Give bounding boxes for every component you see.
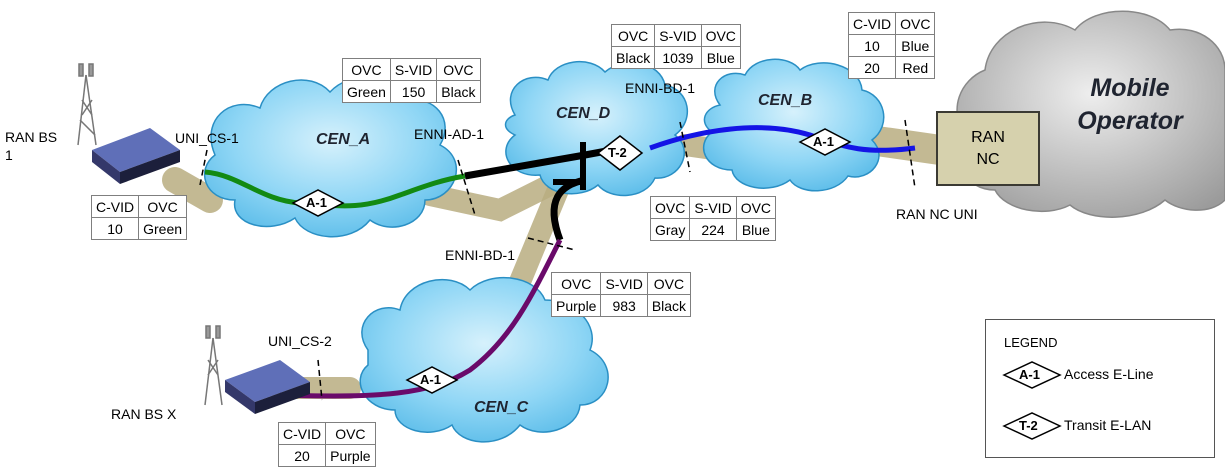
evc-t2-diamond[interactable]	[596, 135, 644, 171]
table-header-cell: S-VID	[654, 24, 702, 47]
table-cell: Purple	[325, 444, 376, 467]
ran-bs-x-tower-icon	[204, 325, 223, 406]
evc-a1-bottom-diamond[interactable]	[405, 366, 459, 394]
ran-bs-x-label: RAN BS X	[111, 406, 177, 422]
enni-ad-1-label: ENNI-AD-1	[414, 126, 485, 142]
table-header-cell: S-VID	[600, 272, 648, 295]
table-cell: 10	[847, 34, 897, 57]
table-cell: Blue	[700, 46, 741, 69]
uni-cs-2-label: UNI_CS-2	[268, 333, 332, 349]
legend-t2-text: Transit E-LAN	[1064, 417, 1152, 433]
green-ovc-line	[204, 169, 466, 209]
table-cell: Black	[646, 294, 692, 317]
mobile-operator-label: Mobile Operator	[1077, 74, 1183, 135]
legend-item-transit-elan: T-2 Transit E-LAN	[1002, 411, 1202, 441]
table-header-cell: C-VID	[277, 422, 327, 445]
ran-bs-x-device-icon	[225, 360, 310, 414]
evc-a1-bottom-label: A-1	[420, 372, 441, 387]
evc-a1-left-label: A-1	[306, 195, 327, 210]
legend-box: LEGEND A-1 Access E-Line T-2 Transit E-L…	[985, 319, 1215, 458]
ran-bs-x-cvid-table: C-VID OVC 20 Purple	[277, 422, 376, 467]
legend-a1-symbol: A-1	[1019, 367, 1040, 382]
legend-a1-text: Access E-Line	[1064, 366, 1154, 382]
ran-nc-uni-label: RAN NC UNI	[896, 206, 978, 222]
table-cell: 1039	[654, 46, 702, 69]
cen-b-cloud	[702, 58, 885, 192]
table-header-cell: OVC	[700, 24, 741, 47]
enni-bd-svid-table-bottom: OVC S-VID OVC Gray 224 Blue	[649, 196, 777, 241]
table-header-cell: OVC	[649, 196, 691, 219]
table-cell: Purple	[550, 294, 602, 317]
legend-item-access-eline: A-1 Access E-Line	[1002, 360, 1202, 390]
evc-a1-left-diamond[interactable]	[291, 189, 345, 217]
enni-bd-svid-table-top: OVC S-VID OVC Black 1039 Blue	[610, 24, 741, 69]
table-cell: 224	[689, 218, 737, 241]
legend-t2-diamond	[1002, 412, 1062, 440]
table-header-cell: OVC	[325, 422, 376, 445]
ran-nc-label: RAN NC	[971, 128, 1005, 168]
table-cell: Red	[895, 56, 936, 79]
evc-a1-right-diamond[interactable]	[798, 128, 852, 156]
table-header-cell: OVC	[342, 58, 391, 81]
table-header-cell: OVC	[646, 272, 692, 295]
interface-boundaries	[199, 119, 916, 401]
evc-t2-label: T-2	[608, 145, 627, 160]
table-header-cell: S-VID	[689, 196, 737, 219]
enni-cd-svid-table: OVC S-VID OVC Purple 983 Black	[550, 272, 692, 317]
enni-bd-1-top-label: ENNI-BD-1	[625, 80, 696, 96]
table-header-cell: OVC	[550, 272, 602, 295]
legend-title: LEGEND	[1004, 335, 1058, 350]
table-cell: Green	[342, 80, 391, 103]
cen-a-svid-table: OVC S-VID OVC Green 150 Black	[342, 58, 481, 103]
table-header-cell: S-VID	[389, 58, 438, 81]
table-header-cell: C-VID	[847, 12, 897, 35]
ran-bs-1-device-icon	[92, 128, 180, 184]
table-header-cell: OVC	[610, 24, 656, 47]
cen-c-name: CEN_C	[474, 399, 529, 416]
table-cell: Gray	[649, 218, 691, 241]
table-header-cell: OVC	[436, 58, 481, 81]
ran-nc-box: RAN NC	[936, 111, 1040, 186]
uni-cs-1-label: UNI_CS-1	[175, 130, 239, 146]
evc-a1-right-label: A-1	[813, 134, 834, 149]
cen-a-name: CEN_A	[316, 131, 371, 148]
ran-bs-1-label: RAN BS 1	[5, 129, 58, 163]
table-cell: Green	[138, 217, 188, 240]
table-cell: 150	[389, 80, 438, 103]
ran-nc-cvid-table: C-VID OVC 10 Blue 20 Red	[847, 12, 936, 79]
table-header-cell: C-VID	[90, 195, 140, 218]
table-cell: Black	[436, 80, 481, 103]
ran-bs-1-tower-icon	[77, 63, 97, 146]
enni-bd-1-left-label: ENNI-BD-1	[445, 247, 516, 263]
table-cell: 20	[277, 444, 327, 467]
table-header-cell: OVC	[895, 12, 936, 35]
blue-ovc-line	[649, 125, 916, 153]
table-cell: Black	[610, 46, 656, 69]
legend-t2-symbol: T-2	[1019, 418, 1038, 433]
ran-bs-1-cvid-table: C-VID OVC 10 Green	[90, 195, 188, 240]
cen-b-name: CEN_B	[758, 92, 813, 109]
table-cell: Blue	[735, 218, 777, 241]
table-cell: Blue	[895, 34, 936, 57]
table-cell: 20	[847, 56, 897, 79]
table-cell: 10	[90, 217, 140, 240]
table-header-cell: OVC	[138, 195, 188, 218]
purple-ovc-line	[279, 238, 563, 399]
table-header-cell: OVC	[735, 196, 777, 219]
table-cell: 983	[600, 294, 648, 317]
legend-a1-diamond	[1002, 361, 1062, 389]
cen-d-name: CEN_D	[556, 105, 611, 122]
